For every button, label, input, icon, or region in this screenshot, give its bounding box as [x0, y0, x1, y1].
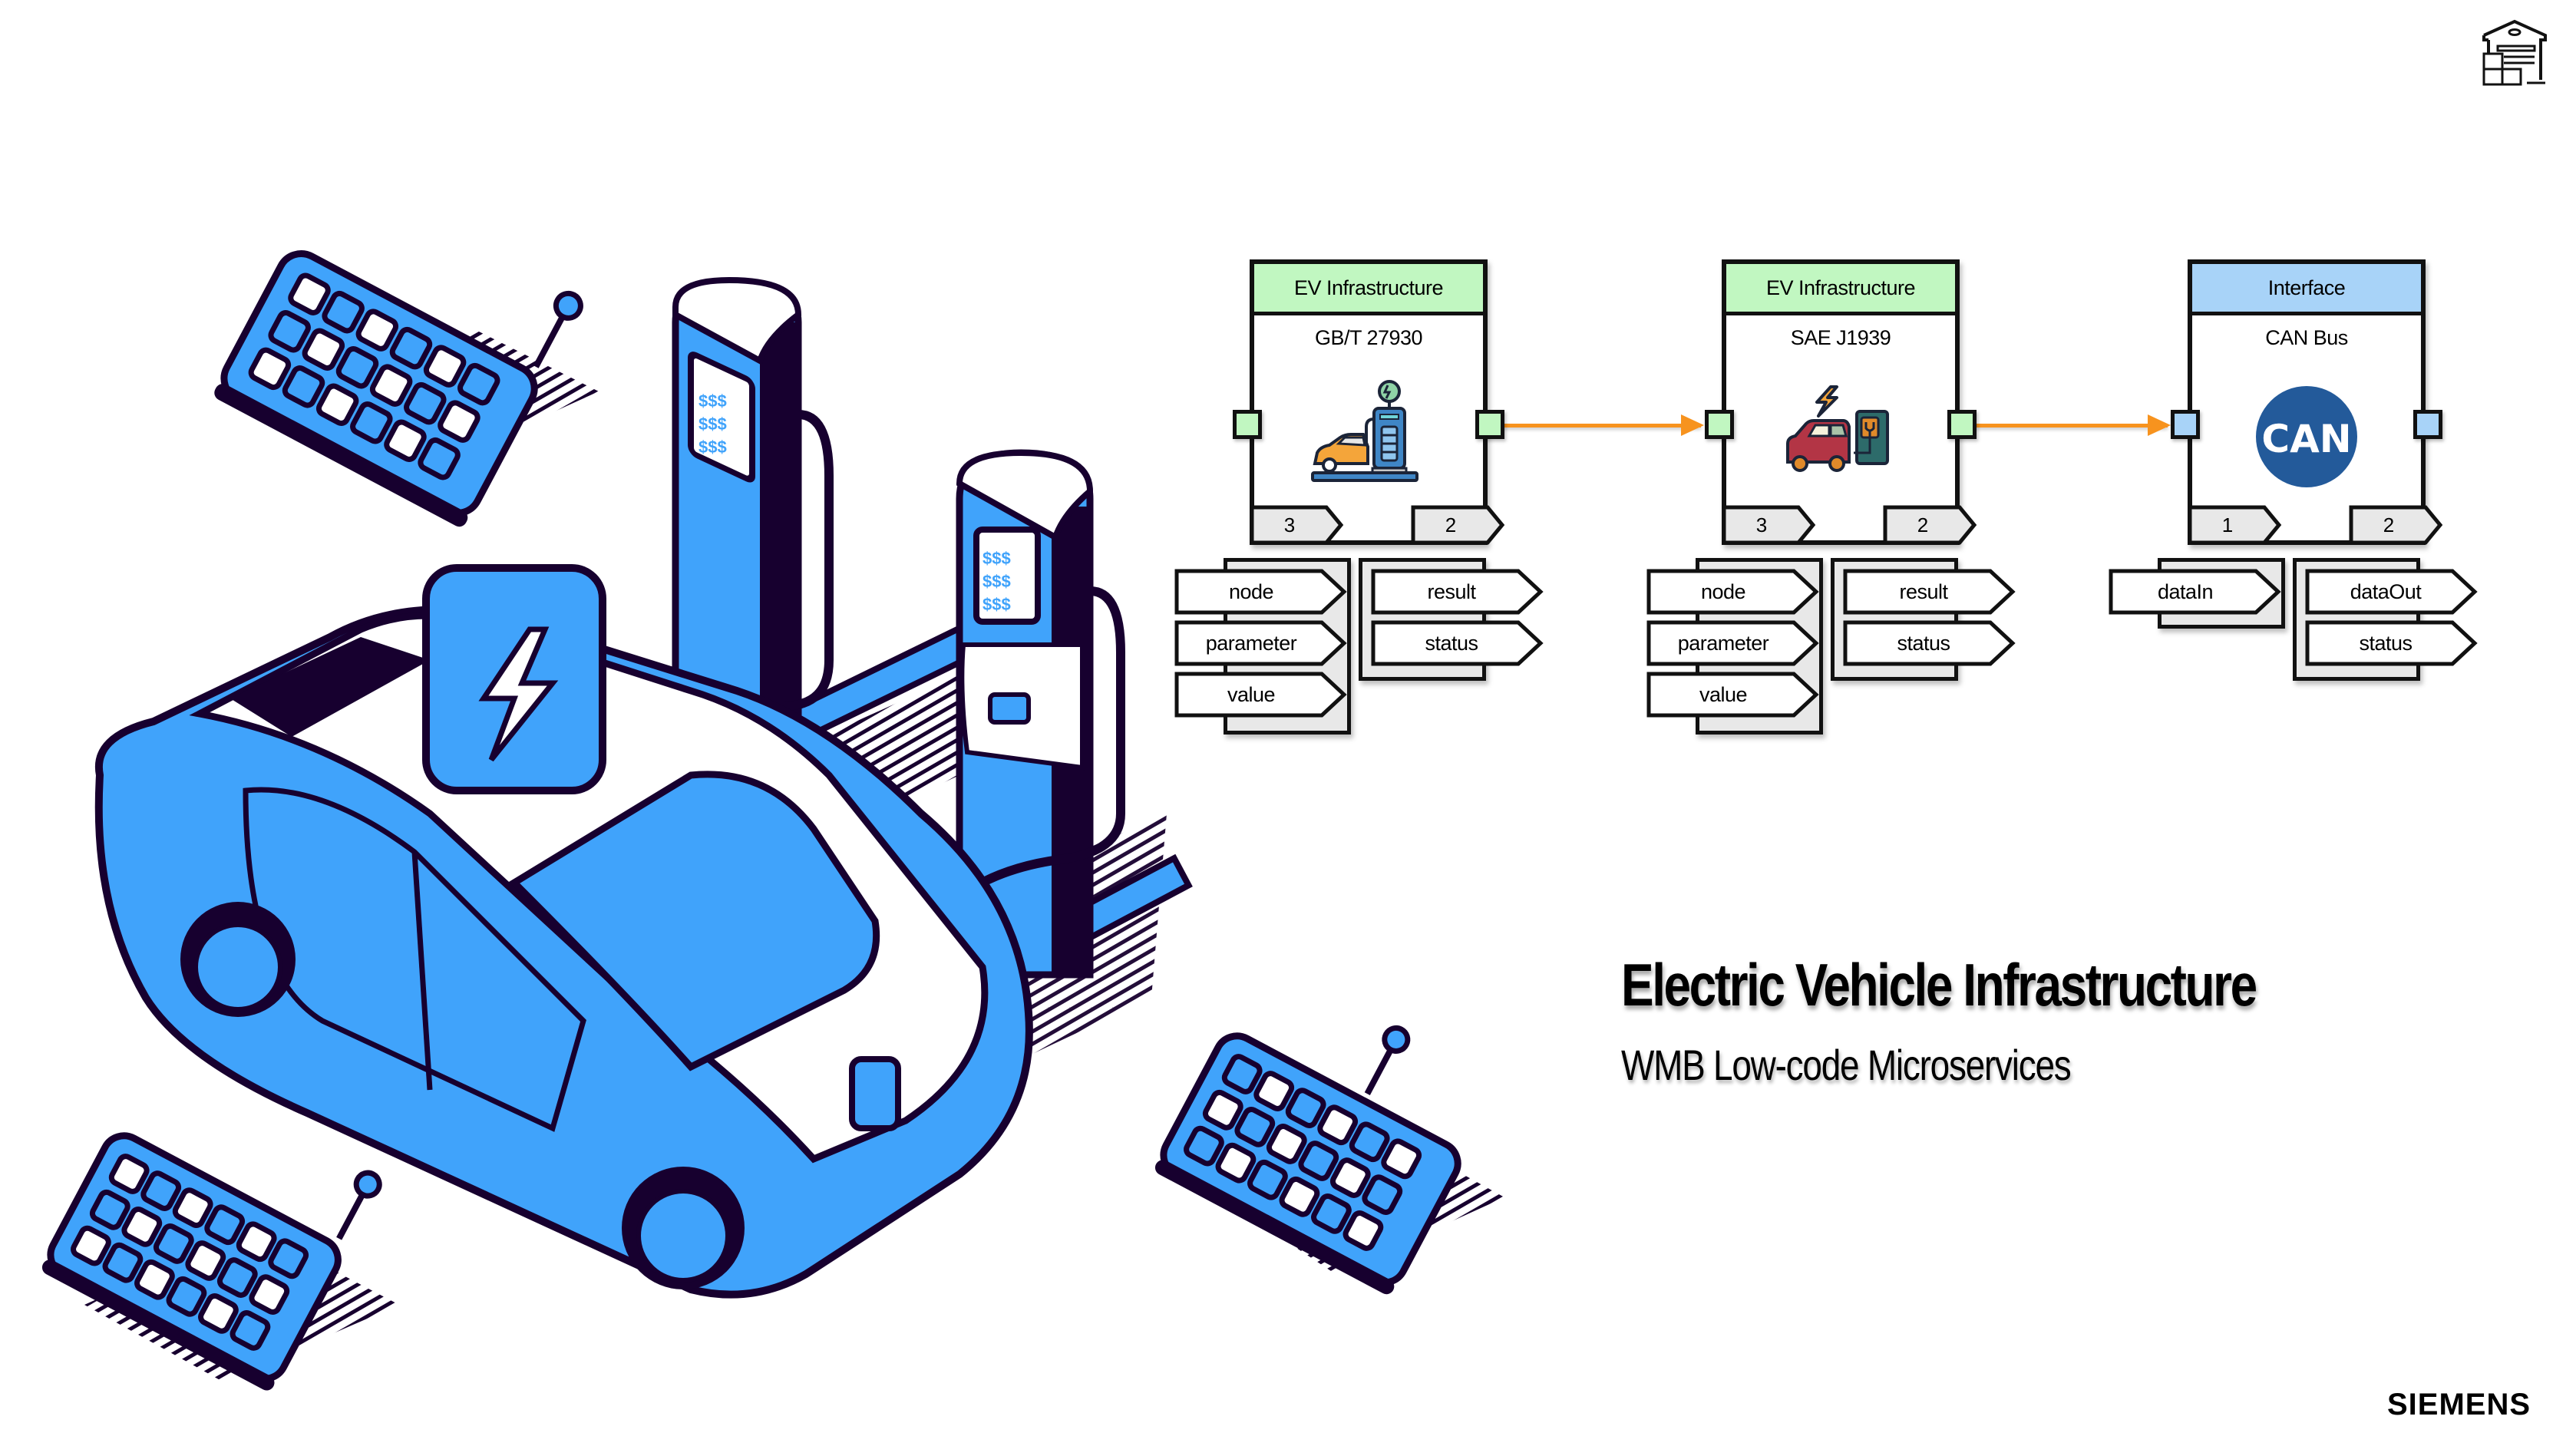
- pin-label: value: [1699, 683, 1748, 706]
- input-pin-value[interactable]: value: [1174, 672, 1348, 718]
- node-category-label: EV Infrastructure: [1765, 276, 1916, 299]
- page-subtitle: WMB Low-code Microservices: [1621, 1041, 2072, 1089]
- warehouse-icon[interactable]: [2481, 17, 2548, 86]
- input-port[interactable]: [2171, 410, 2200, 439]
- input-pin-parameter[interactable]: parameter: [1174, 620, 1348, 666]
- svg-text:$$$: $$$: [983, 595, 1011, 614]
- pin-label: dataIn: [2157, 580, 2214, 603]
- node-category-header: Interface: [2192, 264, 2421, 315]
- node-gbt-27930[interactable]: EV Infrastructure GB/T 27930 3: [1233, 259, 1505, 545]
- can-bus-logo-icon: CAN: [2256, 386, 2357, 487]
- input-count-label: 1: [2221, 513, 2234, 536]
- node-can-bus[interactable]: Interface CAN Bus CAN 1 2: [2171, 259, 2443, 545]
- page-title: Electric Vehicle Infrastructure: [1621, 951, 2257, 1018]
- output-count-label: 2: [1445, 513, 1457, 536]
- output-pin-status[interactable]: status: [2305, 620, 2479, 666]
- input-count-tab[interactable]: 1: [2188, 505, 2283, 545]
- pin-label: node: [1700, 580, 1746, 603]
- output-count-label: 2: [1917, 513, 1929, 536]
- ev-plug-charger-icon: [1786, 385, 1889, 472]
- svg-text:$$$: $$$: [698, 437, 727, 457]
- input-count-tab[interactable]: 3: [1722, 505, 1817, 545]
- svg-text:$$$: $$$: [983, 572, 1011, 591]
- input-port[interactable]: [1233, 410, 1262, 439]
- input-count-label: 3: [1283, 513, 1296, 536]
- output-count-tab[interactable]: 2: [1883, 505, 1978, 545]
- solar-panel-icon: [1154, 1025, 1461, 1295]
- pin-label: status: [2359, 632, 2413, 655]
- pin-label: result: [1899, 580, 1948, 603]
- output-pin-dataout[interactable]: dataOut: [2305, 569, 2479, 615]
- svg-text:$$$: $$$: [698, 391, 727, 411]
- input-pin-node[interactable]: node: [1646, 569, 1820, 615]
- output-port[interactable]: [1947, 410, 1977, 439]
- can-logo-text: CAN: [2261, 417, 2351, 461]
- node-category-label: Interface: [2267, 276, 2346, 299]
- node-category-header: EV Infrastructure: [1726, 264, 1955, 315]
- pin-label: status: [1425, 632, 1478, 655]
- output-pin-status[interactable]: status: [1371, 620, 1544, 666]
- pin-label: result: [1427, 580, 1476, 603]
- output-pin-result[interactable]: result: [1371, 569, 1544, 615]
- output-port[interactable]: [2413, 410, 2442, 439]
- connection-arrow-2[interactable]: [1976, 414, 2171, 436]
- input-count-tab[interactable]: 3: [1250, 505, 1345, 545]
- input-pin-datain[interactable]: dataIn: [2109, 569, 2282, 615]
- output-port[interactable]: [1475, 410, 1504, 439]
- input-pin-value[interactable]: value: [1646, 672, 1820, 718]
- node-name-label: SAE J1939: [1790, 326, 1891, 349]
- output-count-tab[interactable]: 2: [2349, 505, 2444, 545]
- node-sae-j1939[interactable]: EV Infrastructure SAE J1939 3 2: [1705, 259, 1977, 545]
- svg-text:$$$: $$$: [698, 414, 727, 434]
- node-name-label: GB/T 27930: [1314, 326, 1423, 349]
- node-category-header: EV Infrastructure: [1254, 264, 1483, 315]
- ev-charging-station-icon: [1311, 380, 1418, 482]
- ev-charging-illustration: $$$ $$$ $$$ $$$ $$$ $$$: [41, 250, 1504, 1391]
- electric-car: [94, 564, 1033, 1299]
- charging-station-front: $$$ $$$ $$$: [878, 449, 1193, 1068]
- pin-label: parameter: [1677, 632, 1769, 655]
- input-count-label: 3: [1755, 513, 1768, 536]
- output-pin-result[interactable]: result: [1843, 569, 2016, 615]
- node-name-label: CAN Bus: [2265, 326, 2348, 349]
- node-category-label: EV Infrastructure: [1293, 276, 1444, 299]
- solar-panel-icon: [41, 1132, 382, 1391]
- pin-label: status: [1897, 632, 1950, 655]
- connection-arrow-1[interactable]: [1503, 414, 1704, 436]
- output-count-tab[interactable]: 2: [1411, 505, 1506, 545]
- output-pin-status[interactable]: status: [1843, 620, 2016, 666]
- pin-label: value: [1227, 683, 1276, 706]
- pin-label: node: [1228, 580, 1274, 603]
- pin-label: parameter: [1205, 632, 1297, 655]
- svg-text:$$$: $$$: [983, 549, 1011, 568]
- siemens-logo: SIEMENS: [2387, 1388, 2531, 1421]
- pin-label: dataOut: [2350, 580, 2422, 603]
- output-count-label: 2: [2383, 513, 2395, 536]
- input-pin-node[interactable]: node: [1174, 569, 1348, 615]
- solar-panel-icon: [214, 250, 583, 527]
- input-pin-parameter[interactable]: parameter: [1646, 620, 1820, 666]
- input-port[interactable]: [1705, 410, 1734, 439]
